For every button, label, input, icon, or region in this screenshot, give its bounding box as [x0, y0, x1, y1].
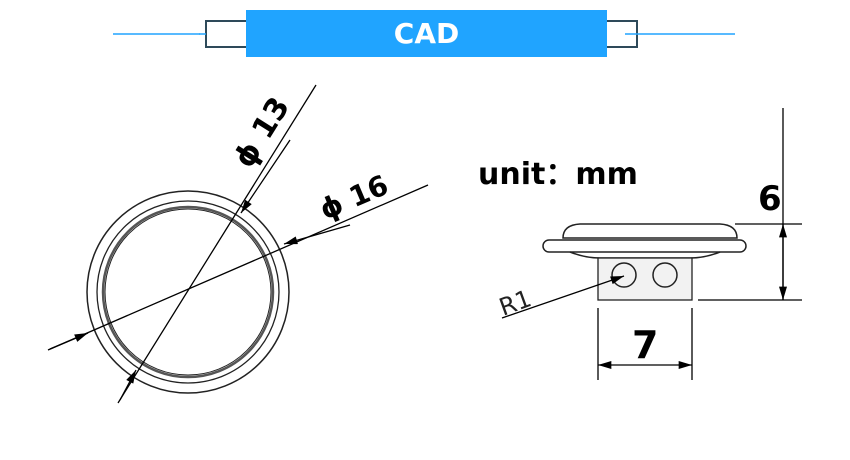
- top-view: [47, 84, 429, 404]
- width-dimension-label: 7: [632, 323, 658, 367]
- unit-label: unit：mm: [478, 157, 638, 192]
- dimensions: [501, 108, 802, 380]
- radius-label: R1: [495, 284, 535, 321]
- cad-banner: CAD: [246, 10, 607, 57]
- side-view: [542, 223, 747, 301]
- height-dimension-label: 6: [758, 179, 782, 219]
- banner-title: CAD: [393, 17, 460, 50]
